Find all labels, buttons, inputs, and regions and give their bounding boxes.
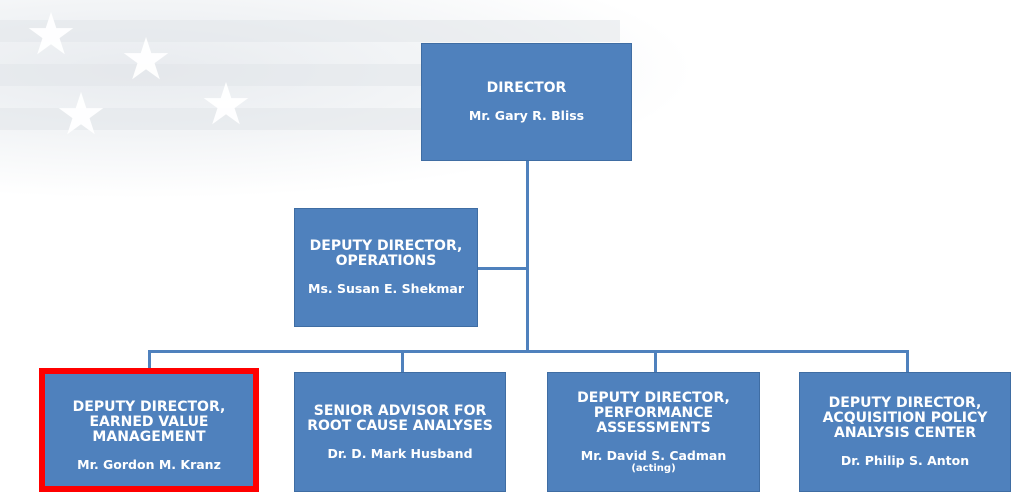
connector-line [526,160,529,353]
connector-line [654,350,657,372]
box-title: DEPUTY DIRECTOR, EARNED VALUE MANAGEMENT [72,399,226,445]
star-icon: ★ [25,0,77,68]
box-name: Dr. D. Mark Husband [327,445,473,461]
deputy-acquisition-box[interactable]: DEPUTY DIRECTOR, ACQUISITION POLICY ANAL… [799,372,1011,492]
box-name: Ms. Susan E. Shekmar [308,281,464,296]
star-icon: ★ [200,70,252,138]
connector-line [906,350,909,372]
senior-advisor-box[interactable]: SENIOR ADVISOR FOR ROOT CAUSE ANALYSES D… [294,372,506,492]
connector-line [148,350,151,370]
box-title: DEPUTY DIRECTOR, ACQUISITION POLICY ANAL… [822,395,988,441]
deputy-operations-box[interactable]: DEPUTY DIRECTOR, OPERATIONS Ms. Susan E.… [294,208,478,327]
connector-line [478,267,528,270]
box-title: DIRECTOR [486,80,567,96]
box-name: Dr. Philip S. Anton [840,453,970,468]
box-name: Mr. Gary R. Bliss [468,108,585,123]
deputy-performance-box[interactable]: DEPUTY DIRECTOR, PERFORMANCE ASSESSMENTS… [547,372,760,492]
director-box[interactable]: DIRECTOR Mr. Gary R. Bliss [421,43,632,161]
box-title: SENIOR ADVISOR FOR ROOT CAUSE ANALYSES [307,402,493,434]
box-name: Mr. David S. Cadman [580,447,727,463]
flag-stripe [0,108,480,130]
box-name: Mr. Gordon M. Kranz [77,457,221,472]
star-icon: ★ [55,80,107,148]
connector-line [401,350,404,372]
box-title: DEPUTY DIRECTOR, OPERATIONS [309,238,463,269]
deputy-evm-box[interactable]: DEPUTY DIRECTOR, EARNED VALUE MANAGEMENT… [43,370,255,492]
flag-stripe [0,20,620,42]
star-icon: ★ [120,25,172,93]
box-note: (acting) [631,462,676,474]
box-title: DEPUTY DIRECTOR, PERFORMANCE ASSESSMENTS [577,389,730,436]
connector-line [148,350,909,353]
